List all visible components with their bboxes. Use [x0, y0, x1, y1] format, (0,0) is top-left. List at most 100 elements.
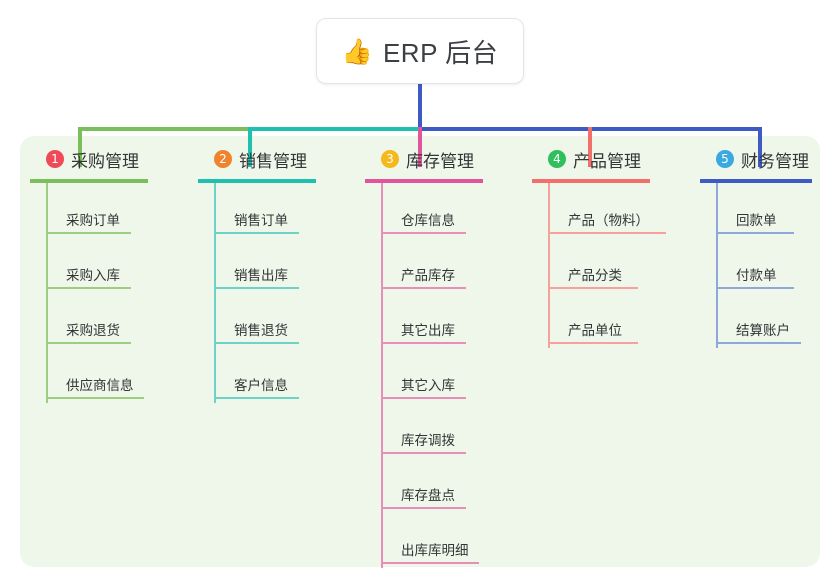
child-node-label: 其它入库 [401, 378, 455, 393]
branch-label: 产品管理 [573, 151, 641, 171]
root-trunk-connector [418, 84, 422, 129]
child-node-label: 销售订单 [234, 213, 288, 228]
branch-number-badge: 4 [548, 150, 566, 168]
branch-header-sales[interactable]: 2 销售管理 [198, 146, 348, 172]
branch-label: 销售管理 [239, 151, 307, 171]
child-node-label: 供应商信息 [66, 378, 134, 393]
branch-spine [214, 183, 216, 403]
root-node-label: ERP 后台 [382, 37, 499, 68]
child-node-underline [716, 342, 801, 344]
child-node[interactable]: 回款单 [700, 183, 839, 238]
branch-number-badge: 2 [214, 150, 232, 168]
branch-underline [532, 179, 650, 183]
child-node-underline [716, 232, 794, 234]
child-node[interactable]: 销售出库 [198, 238, 348, 293]
child-node-underline [381, 397, 466, 399]
child-node[interactable]: 仓库信息 [365, 183, 515, 238]
branch-children-sales: 销售订单销售出库销售退货客户信息 [198, 183, 348, 403]
child-node-underline [548, 287, 638, 289]
child-node-label: 客户信息 [234, 378, 288, 393]
child-node[interactable]: 采购退货 [30, 293, 180, 348]
branch-children-inventory: 仓库信息产品库存其它出库其它入库库存调拨库存盘点出库库明细 [365, 183, 515, 568]
child-node-underline [548, 232, 666, 234]
child-node[interactable]: 付款单 [700, 238, 839, 293]
branch-product: 4 产品管理产品（物料） 产品分类产品单位 [532, 146, 682, 348]
branch-label: 财务管理 [741, 151, 809, 171]
child-node-underline [548, 342, 638, 344]
child-node-underline [214, 287, 299, 289]
child-node-label: 产品库存 [401, 268, 455, 283]
child-node-label: 销售退货 [234, 323, 288, 338]
child-node[interactable]: 采购订单 [30, 183, 180, 238]
child-node-underline [46, 342, 131, 344]
branch-header-inventory[interactable]: 3 库存管理 [365, 146, 515, 172]
branch-header-product[interactable]: 4 产品管理 [532, 146, 682, 172]
branch-number-badge: 5 [716, 150, 734, 168]
child-node[interactable]: 库存盘点 [365, 458, 515, 513]
child-node-label: 产品单位 [568, 323, 622, 338]
child-node[interactable]: 供应商信息 [30, 348, 180, 403]
child-node[interactable]: 产品单位 [532, 293, 682, 348]
child-node[interactable]: 产品（物料） [532, 183, 682, 238]
child-node-underline [46, 397, 144, 399]
child-node[interactable]: 其它出库 [365, 293, 515, 348]
child-node[interactable]: 销售订单 [198, 183, 348, 238]
child-node[interactable]: 产品分类 [532, 238, 682, 293]
branch-underline [365, 179, 483, 183]
child-node-label: 付款单 [736, 268, 777, 283]
branch-finance: 5 财务管理回款单付款单结算账户 [700, 146, 839, 348]
mindmap-canvas [20, 136, 820, 567]
child-node-underline [381, 452, 466, 454]
child-node[interactable]: 采购入库 [30, 238, 180, 293]
child-node-label: 仓库信息 [401, 213, 455, 228]
branch-underline [198, 179, 316, 183]
branch-label: 库存管理 [406, 151, 474, 171]
drop-sales [248, 127, 252, 167]
child-node-underline [46, 287, 131, 289]
segment-teal [248, 127, 418, 131]
child-node[interactable]: 出库库明细 [365, 513, 515, 568]
branch-number-badge: 3 [381, 150, 399, 168]
branch-children-product: 产品（物料） 产品分类产品单位 [532, 183, 682, 348]
child-node-label: 销售出库 [234, 268, 288, 283]
branch-underline [30, 179, 148, 183]
branch-header-purchase[interactable]: 1 采购管理 [30, 146, 180, 172]
child-node-label: 其它出库 [401, 323, 455, 338]
branch-label: 采购管理 [71, 151, 139, 171]
branch-children-purchase: 采购订单采购入库采购退货供应商信息 [30, 183, 180, 403]
child-node[interactable]: 结算账户 [700, 293, 839, 348]
child-node-underline [381, 342, 466, 344]
segment-green [78, 127, 248, 131]
child-node-label: 采购订单 [66, 213, 120, 228]
child-node-underline [214, 397, 299, 399]
child-node-label: 产品（物料） [568, 213, 649, 228]
child-node[interactable]: 销售退货 [198, 293, 348, 348]
branch-spine [548, 183, 550, 348]
child-node[interactable]: 产品库存 [365, 238, 515, 293]
child-node-label: 产品分类 [568, 268, 622, 283]
branch-header-finance[interactable]: 5 财务管理 [700, 146, 839, 172]
child-node[interactable]: 库存调拨 [365, 403, 515, 458]
branch-inventory: 3 库存管理仓库信息产品库存其它出库其它入库库存调拨库存盘点出库库明细 [365, 146, 515, 568]
branch-spine [46, 183, 48, 403]
child-node-underline [716, 287, 794, 289]
branch-purchase: 1 采购管理采购订单采购入库采购退货供应商信息 [30, 146, 180, 403]
child-node-underline [381, 562, 479, 564]
child-node-underline [381, 287, 466, 289]
drop-inventory [418, 127, 422, 167]
branch-spine [716, 183, 718, 348]
drop-product [588, 127, 592, 167]
root-node[interactable]: 👍 ERP 后台 [316, 18, 524, 84]
branch-number-badge: 1 [46, 150, 64, 168]
child-node-label: 库存调拨 [401, 433, 455, 448]
child-node[interactable]: 其它入库 [365, 348, 515, 403]
child-node-underline [214, 342, 299, 344]
branch-sales: 2 销售管理销售订单销售出库销售退货客户信息 [198, 146, 348, 403]
child-node-label: 采购退货 [66, 323, 120, 338]
child-node-label: 结算账户 [736, 323, 790, 338]
child-node-label: 库存盘点 [401, 488, 455, 503]
drop-purchase [78, 127, 82, 167]
child-node-label: 回款单 [736, 213, 777, 228]
child-node-label: 采购入库 [66, 268, 120, 283]
child-node[interactable]: 客户信息 [198, 348, 348, 403]
